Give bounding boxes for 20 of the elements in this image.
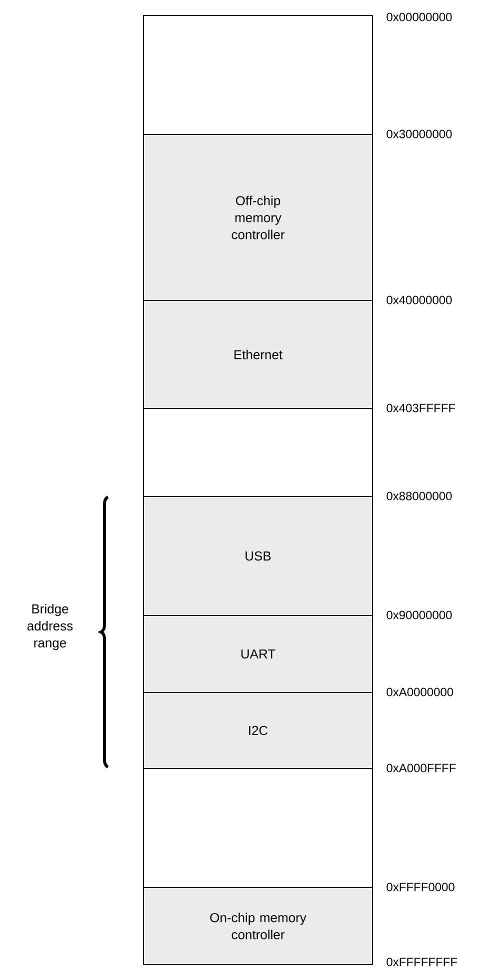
address-label: 0xFFFF0000	[386, 882, 454, 892]
empty-region	[143, 408, 373, 497]
memory-region: Off-chip memory controller	[143, 134, 373, 301]
address-label: 0x40000000	[386, 296, 452, 304]
memory-region: USB	[143, 496, 373, 616]
memory-region: Ethernet	[143, 300, 373, 409]
address-label: 0x88000000	[386, 492, 452, 500]
address-label: 0x30000000	[386, 130, 452, 138]
address-label: 0x90000000	[386, 610, 452, 620]
memory-region: On-chip memory controller	[143, 887, 373, 965]
memory-region: I2C	[143, 692, 373, 769]
empty-region	[143, 768, 373, 888]
address-label: 0xA0000000	[386, 688, 454, 696]
address-label: 0xFFFFFFFF	[386, 958, 458, 966]
memory-region: UART	[143, 615, 373, 693]
range-label: Bridge address range	[27, 604, 73, 650]
address-label: 0x403FFFFF	[386, 404, 456, 412]
address-label: 0xA000FFFF	[386, 764, 456, 772]
address-label: 0x00000000	[386, 12, 452, 22]
empty-region	[143, 15, 373, 136]
